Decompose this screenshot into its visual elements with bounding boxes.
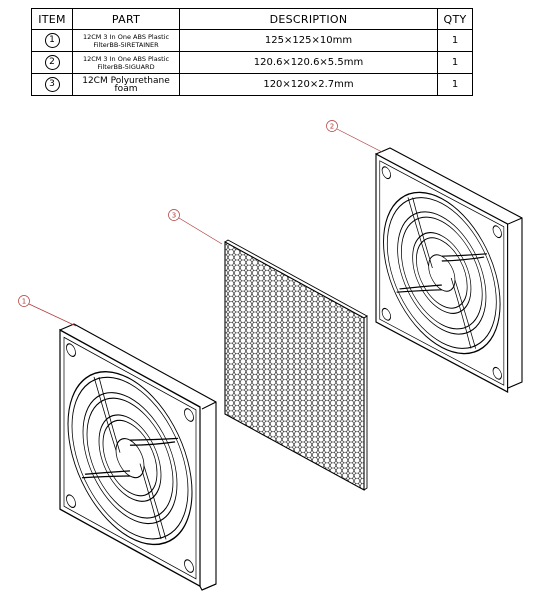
callout-1: 1 xyxy=(22,298,26,306)
retainer-part-1 xyxy=(59,323,217,591)
item-number: 2 xyxy=(44,55,60,70)
part-line-2: FilterBB-5IRETAINER xyxy=(93,40,159,49)
header-item: ITEM xyxy=(31,8,73,30)
bom-row: 3 12CM Polyurethane foam 120×120×2.7mm 1 xyxy=(31,73,473,96)
bom-table: ITEM PART DESCRIPTION QTY 1 12CM 3 In On… xyxy=(31,8,473,96)
guard-part-2 xyxy=(375,147,523,393)
item-cell: 1 xyxy=(31,29,73,52)
part-line-1: 12CM 3 In One ABS Plastic xyxy=(82,32,170,41)
callout-3: 3 xyxy=(172,212,176,220)
item-number: 3 xyxy=(44,77,60,92)
part-cell: 12CM Polyurethane foam xyxy=(72,73,180,96)
part-line-1: 12CM 3 In One ABS Plastic xyxy=(82,54,170,63)
callout-bubbles: 1 3 2 xyxy=(18,120,338,307)
leader-line-3 xyxy=(178,217,223,245)
leader-line-2 xyxy=(336,128,383,153)
foam-part-3 xyxy=(224,239,368,491)
leader-line-1 xyxy=(28,303,77,327)
item-number: 1 xyxy=(44,33,60,48)
part-line-2: FilterBB-5IGUARD xyxy=(97,62,155,71)
qty-cell: 1 xyxy=(437,73,473,96)
callout-2: 2 xyxy=(330,123,334,131)
qty-cell: 1 xyxy=(437,51,473,74)
callout-leaders xyxy=(28,128,383,327)
